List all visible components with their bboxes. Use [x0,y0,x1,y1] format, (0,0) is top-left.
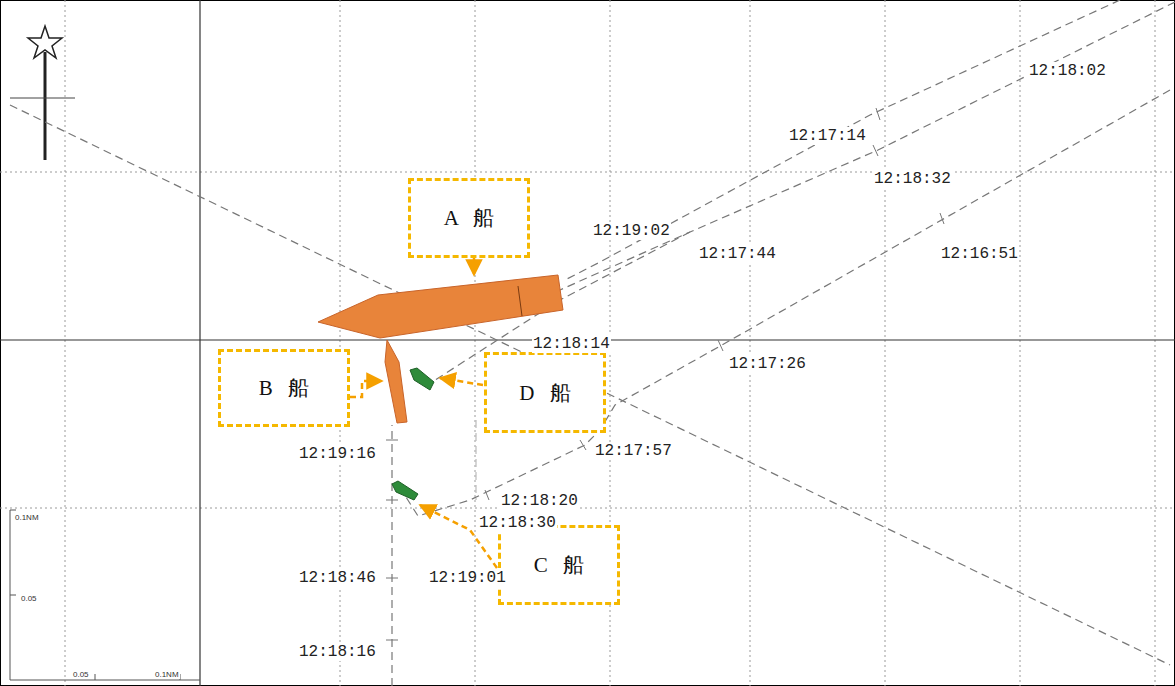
ship-name: C 船 [534,551,584,579]
ship-a-hull [318,275,563,338]
scale-label: 0.05 [72,670,90,679]
ship-b-hull [385,340,407,423]
time-label: 12:18:20 [500,492,579,510]
ship-c-hull [392,481,418,500]
north-arrow [10,26,75,160]
time-label: 12:16:51 [940,245,1019,263]
time-label: 12:18:30 [478,514,557,532]
callout-leaders [350,258,497,568]
time-label: 12:18:02 [1028,62,1107,80]
scale-label: 0.05 [20,594,38,603]
ship-name: D 船 [519,379,570,407]
time-label: 12:18:16 [298,643,377,661]
scale-label: 0.1NM [154,670,180,679]
callout-box: B 船 [218,349,350,427]
callout-box: A 船 [408,178,530,258]
ship-d-hull [410,368,434,390]
callout-box: D 船 [484,352,606,433]
ship-name: A 船 [444,204,494,232]
scale-bars [10,510,200,680]
time-label: 12:17:57 [594,442,673,460]
time-label: 12:17:44 [698,245,777,263]
time-label: 12:17:26 [728,355,807,373]
time-label: 12:18:14 [532,335,611,353]
time-label: 12:18:46 [298,569,377,587]
time-label: 12:19:16 [298,445,377,463]
time-label: 12:18:32 [873,170,952,188]
scale-label: 0.1NM [14,513,40,522]
time-label: 12:19:01 [428,569,507,587]
callout-box: C 船 [498,525,620,605]
ship-tracks [10,0,1175,686]
ship-name: B 船 [259,374,309,402]
time-label: 12:19:02 [592,222,671,240]
time-label: 12:17:14 [788,127,867,145]
track-ticks [386,108,944,640]
ship-a-mark [518,286,522,316]
